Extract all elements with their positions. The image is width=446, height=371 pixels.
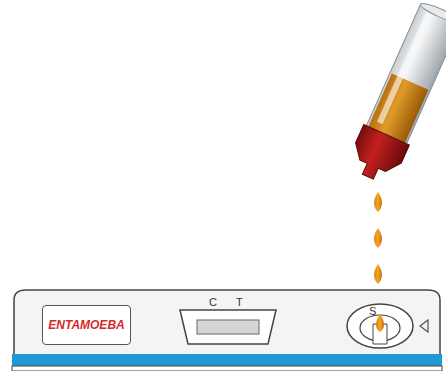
cassette-base <box>12 366 442 371</box>
drop <box>376 314 384 332</box>
flow-arrow <box>420 320 428 332</box>
sample-well-label: S <box>369 306 376 317</box>
drop <box>374 192 382 212</box>
brand-text: ENTAMOEBA <box>48 318 124 332</box>
drop <box>374 228 382 248</box>
sample-well-outer <box>347 304 413 348</box>
drop <box>374 264 382 284</box>
control-line-label: C <box>209 297 217 308</box>
dropper-tube <box>345 0 446 187</box>
brand-label-box: ENTAMOEBA <box>42 305 131 345</box>
cassette-band <box>12 354 442 366</box>
result-window <box>197 320 259 334</box>
test-line-label: T <box>236 297 243 308</box>
cassette-top <box>14 290 440 356</box>
result-window-frame <box>180 310 276 344</box>
